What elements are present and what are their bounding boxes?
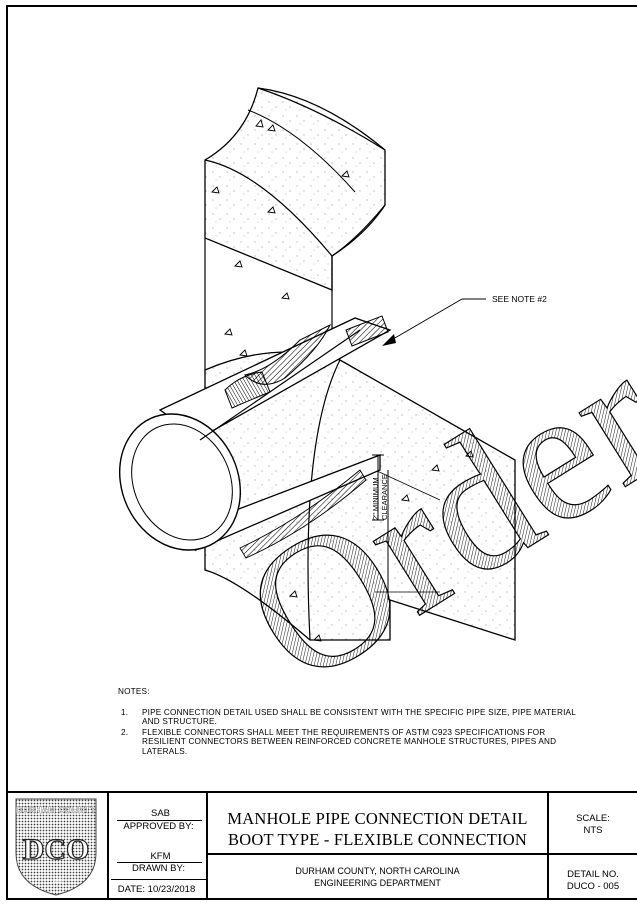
logo-mark: DCO [23, 833, 90, 866]
drawn-label: DRAWN BY: [132, 863, 185, 874]
concrete-aggregate [211, 119, 474, 642]
scale-label: SCALE: [576, 813, 610, 824]
drawing-title-line1: MANHOLE PIPE CONNECTION DETAIL [227, 809, 528, 828]
note-number: 2. [121, 727, 129, 737]
note-item: 2. FLEXIBLE CONNECTORS SHALL MEET THE RE… [118, 728, 578, 757]
callout-label: SEE NOTE #2 [492, 294, 547, 304]
logo-year: 1881 [49, 879, 63, 885]
notes-block: NOTES: 1. PIPE CONNECTION DETAIL USED SH… [118, 687, 578, 757]
approved-initials: SAB [150, 808, 170, 819]
signature-cell: SAB APPROVED BY: KFM DRAWN BY: DATE: 10/… [109, 793, 208, 900]
county-seal-icon: DURHAM COUNTY DCO 1881 [15, 798, 97, 896]
county-logo-cell: DURHAM COUNTY DCO 1881 [6, 793, 109, 900]
approved-label: APPROVED BY: [123, 821, 194, 832]
drawing-date: DATE: 10/23/2018 [117, 884, 196, 895]
org-line2: ENGINEERING DEPARTMENT [314, 878, 441, 888]
clearance-label: 2" MINIMUM [371, 477, 380, 520]
org-line1: DURHAM COUNTY, NORTH CAROLINA [295, 866, 460, 876]
scale-divider [549, 853, 637, 855]
drawn-signature-line [117, 862, 202, 863]
date-divider [111, 879, 206, 880]
manhole-wall-upper [204, 87, 386, 370]
note-callout [382, 298, 486, 346]
drawn-initials: KFM [150, 851, 171, 862]
sheet-border [6, 5, 637, 900]
detail-label: DETAIL NO. [567, 869, 619, 880]
manhole-wall-lower [204, 351, 516, 641]
flexible-boot-connector [199, 315, 389, 559]
title-block: DURHAM COUNTY DCO 1881 SAB APPROVED BY: … [6, 791, 637, 900]
logo-top-text: DURHAM COUNTY [16, 805, 97, 815]
title-cell: MANHOLE PIPE CONNECTION DETAIL BOOT TYPE… [208, 793, 549, 900]
note-text: PIPE CONNECTION DETAIL USED SHALL BE CON… [142, 707, 576, 727]
approved-signature-line [117, 820, 202, 821]
note-number: 1. [121, 707, 129, 717]
detail-number: DUCO - 005 [566, 881, 620, 892]
title-divider [208, 853, 547, 855]
drawing-title-line2: BOOT TYPE - FLEXIBLE CONNECTION [228, 830, 527, 849]
clearance-label-2: CLEARANCE [380, 474, 389, 520]
scale-cell: SCALE: NTS DETAIL NO. DUCO - 005 [549, 793, 637, 900]
scale-value: NTS [583, 825, 603, 836]
clearance-dimension [372, 454, 384, 521]
note-item: 1. PIPE CONNECTION DETAIL USED SHALL BE … [118, 708, 578, 727]
notes-heading: NOTES: [118, 687, 150, 696]
note-text: FLEXIBLE CONNECTORS SHALL MEET THE REQUI… [142, 727, 557, 756]
